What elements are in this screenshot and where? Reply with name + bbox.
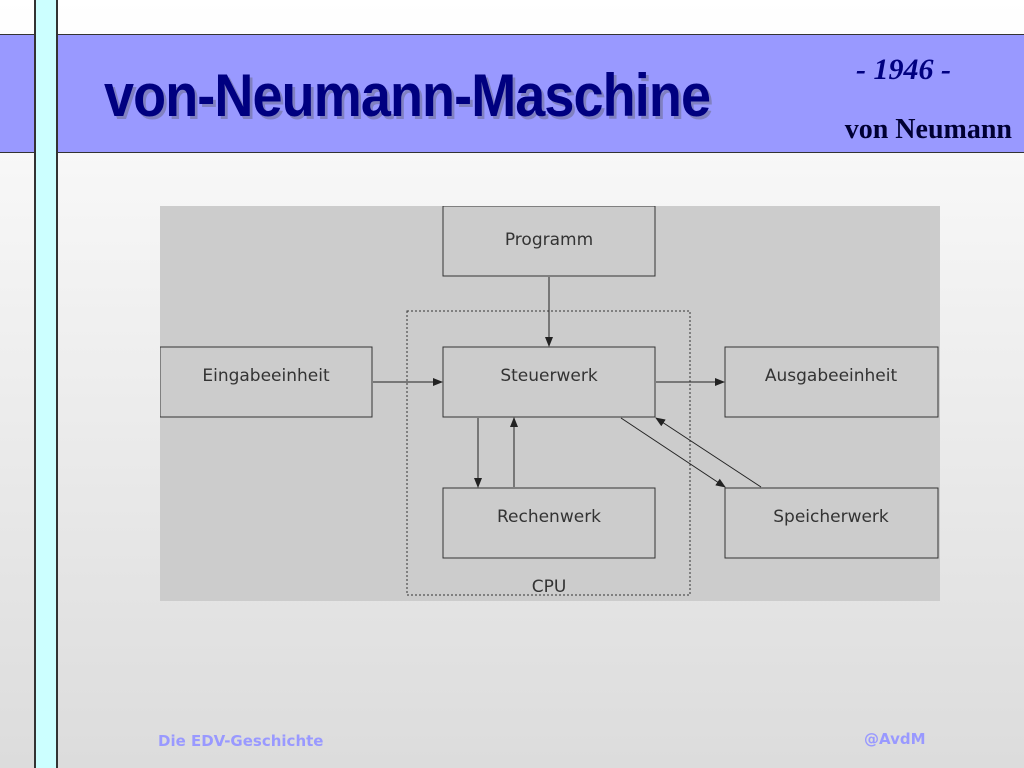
slide-year: - 1946 - [856,53,951,86]
edge-speicherwerk-steuerwerk [655,417,762,488]
node-ausgabeeinheit-label: Ausgabeeinheit [765,366,898,386]
footer-course-name: Die EDV-Geschichte [158,732,324,750]
node-rechenwerk-label: Rechenwerk [497,507,601,527]
cpu-group-label: CPU [532,577,567,597]
node-eingabeeinheit: Eingabeeinheit [160,346,373,418]
node-programm-label: Programm [505,230,593,250]
slide-title: von-Neumann-Maschine [104,62,711,129]
node-speicherwerk: Speicherwerk [724,487,939,559]
node-rechenwerk: Rechenwerk [442,487,656,559]
von-neumann-diagram: Programm Eingabeeinheit Steuerwerk Ausga… [160,206,940,601]
node-steuerwerk: Steuerwerk [442,346,656,418]
node-steuerwerk-label: Steuerwerk [500,366,597,386]
node-ausgabeeinheit: Ausgabeeinheit [724,346,939,418]
left-vertical-bar [34,0,58,768]
node-eingabeeinheit-label: Eingabeeinheit [202,366,330,386]
node-programm: Programm [442,206,656,277]
node-speicherwerk-label: Speicherwerk [773,507,889,527]
footer-author-tag: @AvdM [864,730,926,748]
diagram-canvas: Programm Eingabeeinheit Steuerwerk Ausga… [160,206,940,601]
title-banner [0,34,1024,153]
edge-steuerwerk-speicherwerk [620,417,726,488]
slide-author: von Neumann [844,114,1012,145]
